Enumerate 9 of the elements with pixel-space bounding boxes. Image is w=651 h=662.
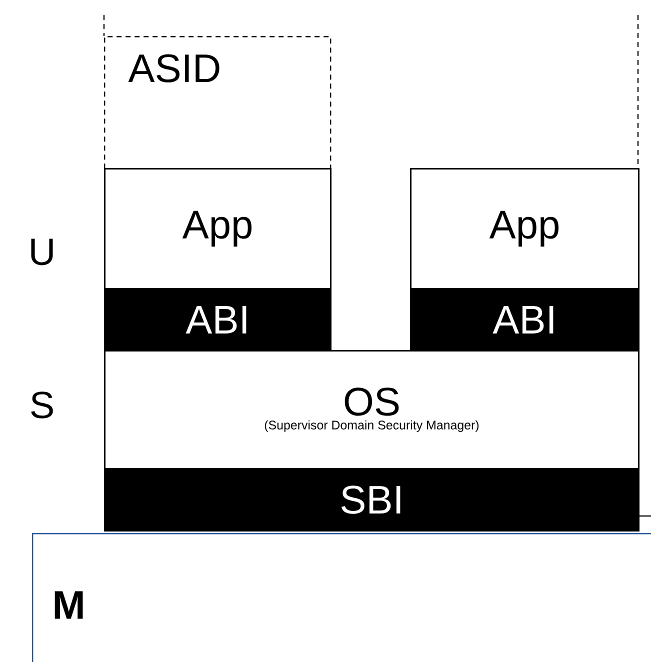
interface-bar: SBI [104,468,640,532]
layer-box: App [104,168,332,290]
layer-label: U [31,238,53,266]
layer-box: App [410,168,640,290]
interface-bar: ABI [410,288,640,352]
layer-box: OS (Supervisor Domain Security Manager) [104,350,640,470]
panel-box: M [32,533,651,662]
interface-bar: ABI [104,288,332,352]
layer-label: S [31,392,53,418]
